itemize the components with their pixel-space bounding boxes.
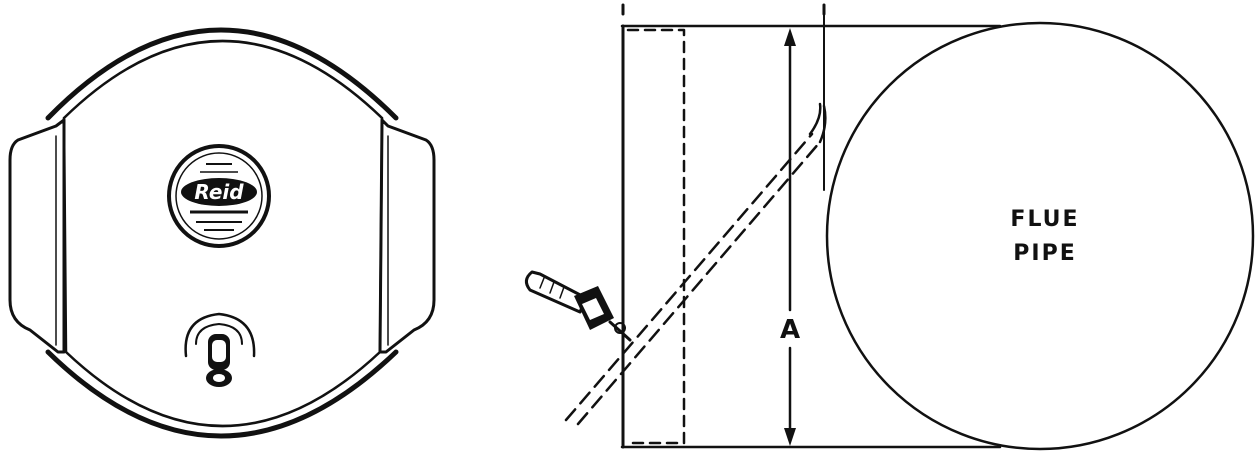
left-tab <box>8 118 66 354</box>
damper-blade <box>564 102 827 426</box>
dimension-label: A <box>780 315 800 345</box>
spindle <box>525 270 632 342</box>
flue-label-line2: PIPE <box>1013 241 1076 266</box>
outer-rim-bottom <box>45 349 399 439</box>
damper-front-view: Reid <box>8 27 436 439</box>
inner-rim <box>62 39 384 120</box>
flue-label-line1: FLUE <box>1010 207 1079 232</box>
logo-emblem: Reid <box>167 144 271 248</box>
dimension-a: A <box>780 28 800 446</box>
inner-rim-bottom <box>64 350 382 428</box>
adjustment-knob <box>184 312 256 387</box>
logo-text: Reid <box>194 180 244 204</box>
damper-side-view: A FLUE PIPE <box>525 3 1255 451</box>
right-tab <box>378 118 436 354</box>
outer-rim <box>45 27 399 121</box>
dashed-inner-box <box>626 28 686 445</box>
flue-pipe: FLUE PIPE <box>825 21 1255 451</box>
